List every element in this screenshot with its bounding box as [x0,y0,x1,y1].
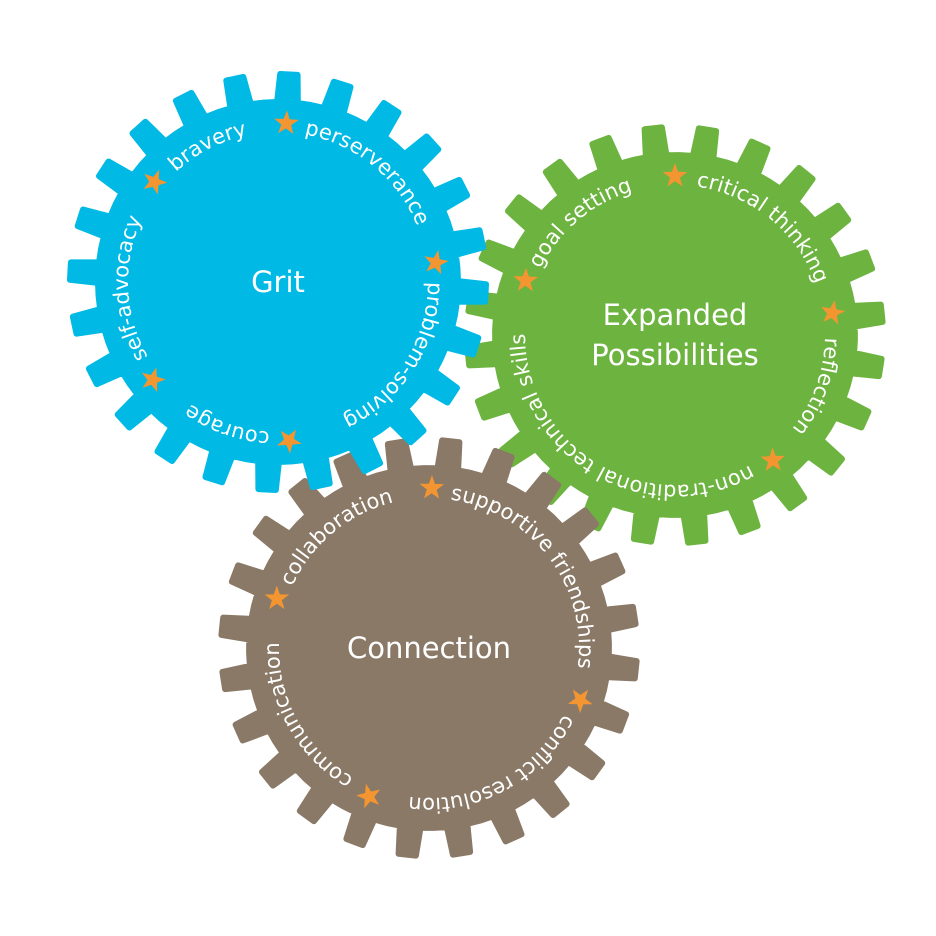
star-icon [662,163,688,187]
gear-title: Grit [251,265,305,299]
star-icon [821,300,846,325]
star-icon [424,249,449,275]
star-icon [264,585,290,610]
gear-expanded-possibilities: critical thinkingreflectionnon-tradition… [464,124,886,546]
star-icon [141,367,166,393]
star-icon [356,783,381,809]
star-icon [274,110,299,135]
gear-body [67,71,489,493]
star-icon [567,689,593,714]
star-icon [513,267,539,292]
gear-title: Possibilities [591,338,758,372]
gear-body [218,437,640,859]
gear-grit: perserveranceproblem-solvingcourageself-… [67,71,489,493]
star-icon [760,447,786,472]
gear-title: Expanded [603,298,748,332]
gear-body [464,124,886,546]
gear-title: Connection [347,631,511,665]
star-icon [277,429,302,454]
star-icon [143,169,168,195]
star-icon [419,475,445,499]
